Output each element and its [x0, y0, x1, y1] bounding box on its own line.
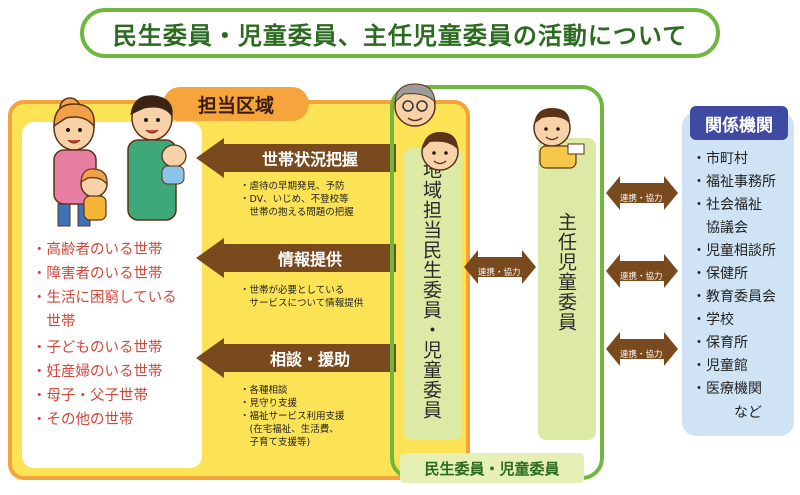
action-detail: サービスについて情報提供: [240, 298, 364, 309]
cooperation-label: 連携・協力: [478, 268, 521, 278]
org-item: ・児童相談所: [692, 243, 776, 259]
double-arrow-icon: [606, 176, 678, 210]
household-item: ・生活に困窮している: [32, 290, 177, 306]
cooperation-label: 連携・協力: [620, 272, 663, 282]
household-item: ・障害者のいる世帯: [32, 266, 163, 282]
household-item: 世帯: [32, 314, 76, 330]
family-illustration: [53, 95, 187, 227]
action-label: 情報提供: [277, 250, 342, 269]
org-item: ・保健所: [692, 266, 748, 282]
chief-commissioner-avatar: [533, 108, 585, 169]
double-arrow-icon: [464, 250, 536, 284]
cooperation-label: 連携・協力: [620, 194, 663, 204]
left-arrow-icon: [196, 138, 396, 178]
related-orgs-panel: [682, 112, 794, 436]
commissioner-band: 民生委員・児童委員: [400, 453, 584, 483]
related-orgs-tab: 関係機関: [690, 106, 788, 140]
chief-commissioner-column: [538, 138, 596, 440]
action-detail: 世帯の抱える問題の把握: [240, 207, 354, 218]
double-arrow-icon: [606, 332, 678, 366]
elderly-commissioner-avatar: [394, 83, 436, 127]
org-item: ・保育所: [692, 335, 748, 351]
page-title: 民生委員・児童委員、主任児童委員の活動について: [80, 8, 720, 58]
left-arrow-icon: [196, 238, 396, 278]
household-item: ・子どものいる世帯: [32, 340, 163, 356]
action-label: 世帯状況把握: [261, 150, 358, 169]
left-arrow-icon: [196, 338, 396, 378]
org-item: ・教育委員会: [692, 289, 776, 305]
household-item: ・妊産婦のいる世帯: [32, 364, 163, 380]
org-item: ・福祉事務所: [692, 174, 776, 190]
household-item: ・その他の世帯: [32, 412, 134, 428]
chief-commissioner-label: 主任児童委員: [555, 212, 577, 332]
household-item: ・母子・父子世帯: [32, 388, 148, 404]
org-item: ・医療機関: [692, 381, 762, 397]
org-item: ・社会福祉: [692, 197, 762, 213]
cooperation-label: 連携・協力: [620, 350, 663, 360]
action-detail: (在宅福祉、生活費、: [240, 424, 339, 435]
org-item: ・児童館: [692, 358, 748, 374]
district-commissioner-label: 地域担当民生委員・児童委員: [420, 160, 442, 420]
action-detail: ・福祉サービス利用支援: [240, 411, 345, 422]
double-arrow-icon: [606, 254, 678, 288]
action-detail: ・虐待の早期発見、予防: [240, 181, 345, 192]
household-item: ・高齢者のいる世帯: [32, 242, 163, 258]
action-label: 相談・援助: [269, 350, 350, 369]
org-item: ・学校: [692, 312, 734, 328]
action-detail: ・世帯が必要としている: [240, 285, 345, 296]
org-item: など: [692, 405, 762, 421]
area-tab: 担当区域: [163, 87, 309, 121]
action-detail: ・各種相談: [240, 385, 288, 396]
action-detail: ・DV、いじめ、不登校等: [240, 194, 349, 205]
action-detail: ・見守り支援: [240, 398, 298, 409]
district-commissioner-column: [404, 148, 462, 440]
female-commissioner-avatar: [421, 132, 459, 171]
action-detail: 子育て支援等): [240, 437, 311, 448]
org-item: ・市町村: [692, 151, 748, 167]
org-item: 協議会: [692, 220, 748, 236]
